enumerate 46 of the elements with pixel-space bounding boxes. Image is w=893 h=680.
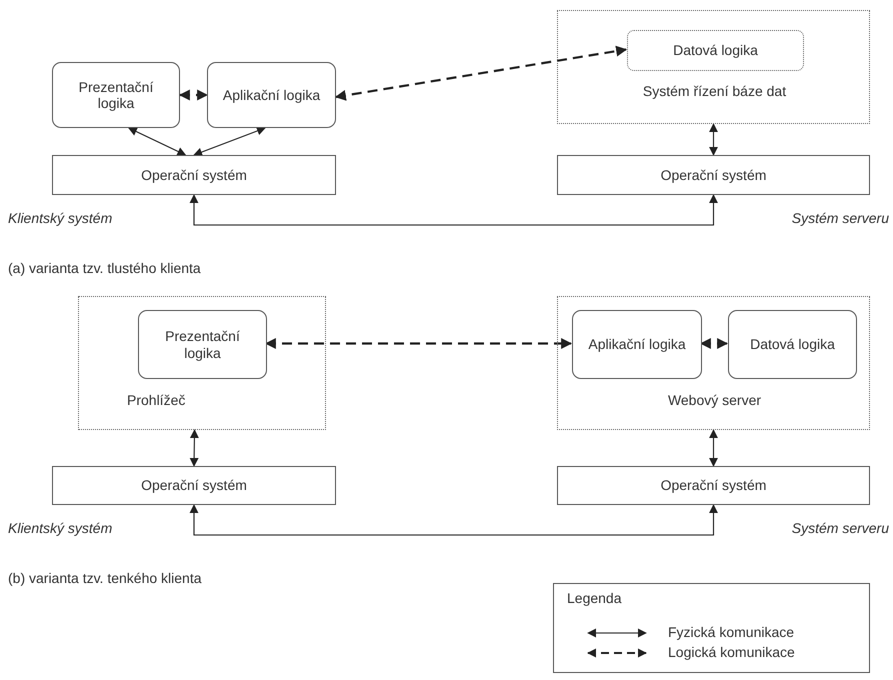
system-caption: Systém serveru <box>792 520 889 536</box>
arrow <box>190 429 199 467</box>
dashed-arrow <box>264 338 572 349</box>
os-box <box>557 155 870 195</box>
dashed-arrow <box>178 90 208 100</box>
logic-box <box>728 310 857 379</box>
container-label: Prohlížeč <box>127 392 186 408</box>
variant-caption: (a) varianta tzv. tlustého klienta <box>8 260 201 276</box>
system-caption: Klientský systém <box>8 210 112 226</box>
dashed-arrow <box>700 338 728 349</box>
logic-box <box>207 62 336 128</box>
os-box <box>52 155 336 195</box>
legend-label: Fyzická komunikace <box>668 624 794 640</box>
system-caption: Systém serveru <box>792 210 889 226</box>
node-label: Aplikační logika <box>588 336 686 353</box>
node-label: Datová logika <box>750 336 835 353</box>
node-label: Operační systém <box>660 477 766 494</box>
arrow <box>709 429 718 467</box>
arrow <box>709 123 718 156</box>
node-label: Operační systém <box>141 477 247 494</box>
logic-box <box>627 30 804 71</box>
arrow <box>193 126 266 156</box>
arrow <box>190 504 718 536</box>
system-container <box>78 296 326 430</box>
node-label: Prezentační logika <box>78 78 154 112</box>
system-container <box>557 10 870 124</box>
node-label: Operační systém <box>660 166 766 184</box>
arrow <box>190 194 718 226</box>
os-box <box>557 466 870 505</box>
arrow <box>128 127 186 156</box>
variant-caption: (b) varianta tzv. tenkého klienta <box>8 570 202 586</box>
container-label: Systém řízení báze dat <box>642 83 788 100</box>
os-box <box>52 466 336 505</box>
logic-box <box>52 62 180 128</box>
container-label: Webový server <box>666 392 762 408</box>
legend-label: Logická komunikace <box>668 644 795 660</box>
legend-title: Legenda <box>567 590 622 606</box>
node-label: Datová logika <box>673 42 758 59</box>
node-label: Operační systém <box>141 166 247 184</box>
logic-box <box>572 310 702 379</box>
logic-box <box>138 310 267 379</box>
node-label: Prezentační logika <box>164 328 241 361</box>
dashed-arrow <box>334 46 628 101</box>
node-label: Aplikační logika <box>222 86 320 104</box>
system-container <box>557 296 870 430</box>
system-caption: Klientský systém <box>8 520 112 536</box>
